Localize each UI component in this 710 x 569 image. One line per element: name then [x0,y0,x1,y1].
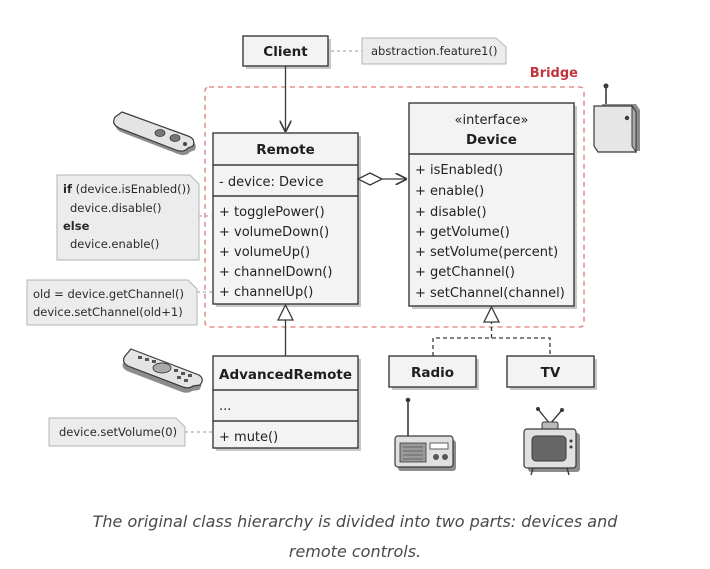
client-title: Client [263,44,308,60]
device-method: + setVolume(percent) [415,245,558,260]
toggle-power-note: if (device.isEnabled()) device.disable()… [56,174,200,261]
toggle-note-kw-if: if [63,182,73,196]
client-class: Client [242,35,331,69]
remote-method: + togglePower() [219,205,325,220]
remote-class: Remote - device: Device + togglePower() … [212,132,361,307]
remote-control-icon [113,111,196,156]
advanced-remote-icon [122,348,203,393]
radio-class: Radio [388,355,479,390]
remote-title: Remote [256,142,315,158]
caption-line-1: The original class hierarchy is divided … [93,512,619,531]
tv-class: TV [506,355,597,390]
wall-device-icon [593,83,640,154]
bridge-region [204,86,585,328]
device-method: + enable() [415,184,484,199]
client-note-text: abstraction.feature1() [371,44,497,58]
remote-method: + volumeDown() [219,225,329,240]
tv-icon [523,407,580,476]
client-note: abstraction.feature1() [361,37,507,65]
toggle-note-condition: (device.isEnabled()) [72,182,191,196]
mute-note: device.setVolume(0) [48,417,186,447]
channel-note-line1: old = device.getChannel() [33,287,184,301]
toggle-note-kw-else: else [63,219,90,233]
bridge-label: Bridge [530,66,578,81]
remote-method: + channelDown() [219,265,332,280]
advanced-remote-class: AdvancedRemote ... + mute() [212,355,361,451]
channel-up-note: old = device.getChannel() device.setChan… [26,279,198,326]
toggle-note-line1: if (device.isEnabled()) [63,182,191,196]
advanced-remote-title: AdvancedRemote [219,367,352,383]
remote-method: + channelUp() [219,285,313,300]
inheritance-triangle [276,303,295,321]
toggle-note-line4: device.enable() [70,237,159,251]
caption-line-2: remote controls. [289,542,421,561]
device-method: + getVolume() [415,225,510,240]
device-method: + setChannel(channel) [415,286,565,301]
device-title: Device [466,132,517,148]
channel-note-line2: device.setChannel(old+1) [33,305,183,319]
device-method: + getChannel() [415,265,515,280]
implementation-triangle [482,305,501,323]
mute-note-text: device.setVolume(0) [59,425,177,439]
tv-title: TV [541,365,561,381]
toggle-note-line2: device.disable() [70,201,162,215]
radio-title: Radio [411,365,454,381]
advanced-remote-fields: ... [219,399,231,414]
device-method: + disable() [415,205,487,220]
aggregation-diamond [356,172,384,186]
device-method: + isEnabled() [415,163,503,178]
remote-field: - device: Device [219,175,324,190]
remote-method: + volumeUp() [219,245,310,260]
device-stereotype: «interface» [455,113,529,128]
device-interface: «interface» Device + isEnabled() + enabl… [408,102,577,309]
radio-icon [394,397,456,471]
implementation-branch [432,337,551,356]
advanced-remote-method: + mute() [219,430,278,445]
